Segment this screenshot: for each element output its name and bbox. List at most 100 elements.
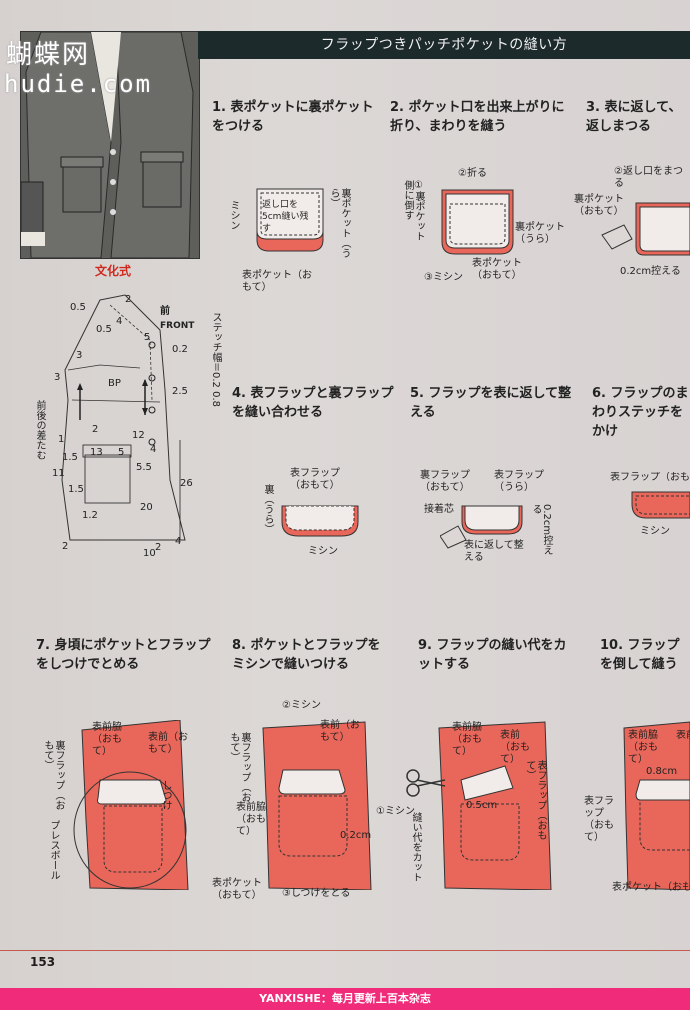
s6-label: ミシン — [640, 526, 670, 537]
watermark-url: hudie.com — [4, 70, 153, 98]
s10-label: 表前 — [676, 730, 690, 741]
step-7-diagram — [73, 720, 189, 890]
s7-label: しつけ — [160, 780, 171, 810]
s1-label: 裏ポケット（うら） — [328, 188, 350, 258]
pattern-num: 2 — [155, 542, 162, 553]
step-4-title: 4. 表フラップと裏フラップを縫い合わせる — [232, 386, 394, 420]
page-title: フラップつきパッチポケットの縫い方 — [320, 37, 568, 53]
s2-label: ①裏ポケット側に倒す — [402, 180, 424, 241]
pattern-num: 13 — [90, 447, 103, 458]
s7-label: プレスボール — [48, 820, 59, 880]
s7-label: 裏フラップ（おもて） — [42, 740, 64, 810]
s8-label: 表前脇（おもて） — [236, 802, 266, 837]
pattern-num: 2 — [62, 541, 69, 552]
step-2-diagram — [441, 189, 514, 255]
s8-label: 表ポケット（おもて） — [212, 878, 262, 901]
s3-label: ②返し口をまつる — [614, 166, 683, 189]
pattern-num: 3 — [54, 372, 61, 383]
s2-label: 表ポケット（おもて） — [472, 258, 522, 281]
step-3-diagram — [601, 202, 690, 256]
step-9-title: 9. フラップの縫い代をカットする — [418, 638, 567, 672]
pattern-diagram — [61, 294, 186, 541]
s3-label: 0.2cm控える — [620, 266, 681, 277]
bp-label: BP — [108, 378, 121, 389]
step-7-title: 7. 身頃にポケットとフラップをしつけでとめる — [36, 638, 211, 672]
s1-label: 表ポケット（おもて） — [242, 270, 312, 293]
pattern-num: 20 — [140, 502, 153, 513]
s6-label: 表フラップ（おも — [610, 472, 690, 483]
watermark-cn: 蝴蝶网 — [6, 40, 91, 70]
step-9-diagram — [406, 721, 552, 890]
pattern-num: 26 — [180, 478, 193, 489]
s9-label: 縫い代をカット — [410, 812, 421, 882]
s5-label: 接着芯 — [424, 504, 454, 515]
s8-label: 裏フラップ（おもて） — [228, 732, 250, 802]
footer-bar: YANXISHE：每月更新上百本杂志 — [0, 988, 690, 1010]
pattern-num: 2 — [125, 294, 132, 305]
s2-label: ③ミシン — [424, 272, 463, 283]
footer-text: YANXISHE：每月更新上百本杂志 — [259, 992, 431, 1005]
s5-label: 表フラップ（うら） — [494, 470, 544, 493]
pattern-num: 5.5 — [136, 462, 152, 473]
s10-label: 表前脇（おもて） — [628, 730, 658, 765]
pattern-num: 0.5 — [70, 302, 86, 313]
step-5-title: 5. フラップを表に返して整える — [410, 386, 572, 420]
side-difference-note: 前後の差たむ — [34, 400, 45, 460]
pattern-num: 1.5 — [62, 452, 78, 463]
jacket-illustration — [21, 32, 199, 258]
pattern-num: 4 — [150, 444, 157, 455]
s1-label: 返し口を5cm縫い残す — [262, 200, 309, 234]
step-6-title: 6. フラップのまわりステッチをかけ — [592, 386, 689, 439]
s10-label: 表ポケット（おもて） — [612, 882, 690, 893]
pattern-num: 2 — [92, 424, 99, 435]
s9-label: 表前（おもて） — [500, 730, 530, 765]
stitch-width-note: ステッチ幅＝0.2 0.8 — [210, 312, 221, 407]
step-5-diagram — [440, 505, 523, 549]
pattern-num: 2.5 — [172, 386, 188, 397]
page-number: 153 — [30, 955, 56, 969]
step-10-diagram — [623, 721, 690, 890]
s10-label: 表フラップ（おもて） — [584, 796, 614, 843]
s9-label: 表フラップ（おもて） — [524, 760, 546, 840]
s8-label: ①ミシン — [376, 806, 415, 817]
s8-label: 0.2cm — [340, 830, 372, 841]
step-10-title: 10. フラップを倒して縫う — [600, 638, 680, 672]
front-label: 前 — [160, 306, 170, 317]
s4-label: ミシン — [308, 546, 338, 557]
s7-label: 表前脇（おもて） — [92, 722, 122, 757]
pattern-num: 10 — [143, 548, 156, 559]
footer-rule — [0, 950, 690, 951]
s9-label: 表前脇（おもて） — [452, 722, 482, 757]
step-4-diagram — [281, 505, 359, 537]
s8-label: ②ミシン — [282, 700, 321, 711]
step-1-title: 1. 表ポケットに裏ポケットをつける — [212, 100, 374, 134]
s5-label: 表に返して整える — [464, 540, 524, 563]
pattern-num: 0.2 — [172, 344, 188, 355]
pattern-num: 1.5 — [68, 484, 84, 495]
step-1-diagram — [256, 188, 324, 252]
s5-label: 裏フラップ（おもて） — [420, 470, 470, 493]
s10-label: 0.8cm — [646, 766, 678, 777]
s1-label: ミシン — [228, 200, 239, 230]
step-2-title: 2. ポケット口を出来上がりに折り、まわりを縫う — [390, 100, 565, 134]
s2-label: 裏ポケット（うら） — [515, 222, 565, 245]
s5-label: 0.2cm控える — [530, 504, 552, 556]
pattern-num: 11 — [52, 468, 65, 479]
s8-label: 表前（おもて） — [320, 720, 360, 743]
s7-label: 表前（おもて） — [148, 732, 188, 755]
pattern-method-label: 文化式 — [95, 264, 132, 278]
s4-label: 表フラップ（おもて） — [290, 468, 340, 491]
s3-label: 裏ポケット（おもて） — [574, 194, 624, 217]
pattern-num: 5 — [144, 332, 151, 343]
s4-label: 裏（うら） — [262, 484, 273, 534]
step-6-diagram — [631, 491, 690, 519]
s8-label: ③しつけをとる — [282, 888, 351, 899]
pattern-num: 3 — [76, 350, 83, 361]
pattern-num: 1 — [58, 434, 65, 445]
pattern-num: 4 — [116, 316, 123, 327]
pattern-num: 1.2 — [82, 510, 98, 521]
step-3-title: 3. 表に返して、返しまつる — [586, 100, 682, 134]
pattern-num: 12 — [132, 430, 145, 441]
front-en-label: FRONT — [160, 321, 195, 331]
